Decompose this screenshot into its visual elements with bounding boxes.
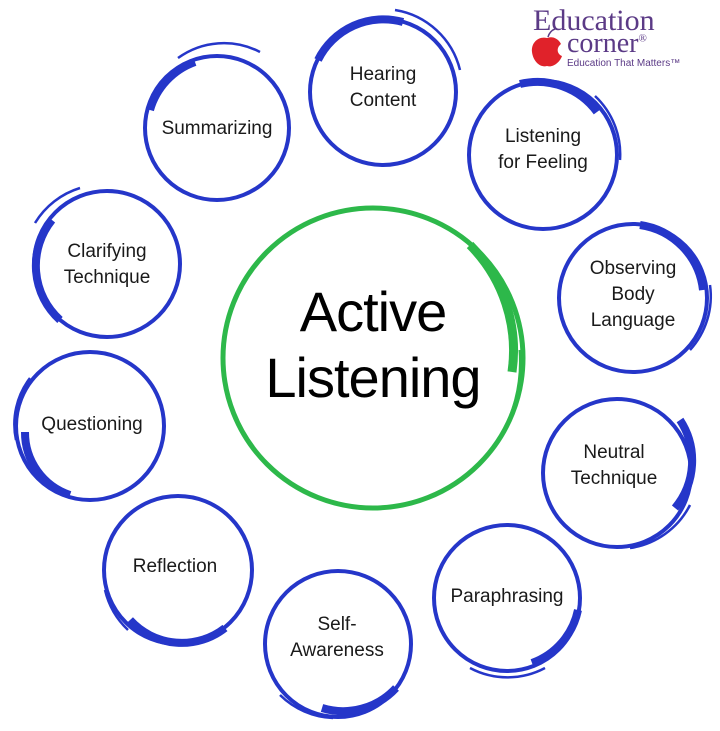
- node-summarizing: Summarizing: [162, 116, 273, 142]
- node-label-line: Neutral: [583, 442, 645, 463]
- node-label-line: Listening: [504, 126, 582, 147]
- education-corner-logo: Education corner® Education That Matters…: [531, 4, 711, 72]
- logo-title: Education: [533, 4, 655, 37]
- node-reflection: Reflection: [133, 554, 218, 580]
- ring-neutral-technique: [541, 397, 697, 550]
- node-label-line: Body: [611, 284, 655, 305]
- ring-clarifying-technique: [31, 186, 182, 339]
- ring-paraphrasing: [432, 523, 582, 679]
- ring-hearing-content: [308, 8, 462, 167]
- node-hearing-content: Hearing Content: [350, 62, 417, 114]
- node-listening-for-feeling: Listening for Feeling: [498, 124, 588, 176]
- node-label-line: Paraphrasing: [450, 586, 564, 607]
- node-label-line: Summarizing: [161, 118, 273, 139]
- node-label-line: Language: [590, 310, 676, 331]
- node-label-line: Clarifying: [67, 241, 147, 262]
- ring-reflection: [102, 494, 254, 647]
- node-neutral-technique: Neutral Technique: [571, 440, 658, 492]
- ring-questioning: [13, 350, 166, 502]
- node-label-line: Content: [349, 90, 417, 111]
- node-self-awareness: Self- Awareness: [290, 612, 384, 664]
- node-observing-body-language: Observing Body Language: [590, 256, 677, 334]
- node-label-line: for Feeling: [498, 152, 588, 173]
- node-label-line: Technique: [570, 468, 658, 489]
- node-label-line: Observing: [589, 258, 677, 279]
- center-title: Active Listening: [265, 279, 481, 411]
- ring-listening-for-feeling: [467, 77, 622, 231]
- node-label-line: Hearing: [349, 64, 417, 85]
- center-circle: [220, 205, 526, 511]
- node-label-line: Questioning: [41, 414, 143, 435]
- node-label-line: Reflection: [132, 556, 218, 577]
- ring-observing-body-language: [557, 221, 712, 374]
- ring-summarizing: [143, 41, 291, 202]
- apple-logo-icon: [531, 28, 562, 67]
- center-title-line1: Active: [299, 280, 448, 343]
- node-label-line: Self-: [317, 614, 357, 635]
- registered-mark: ®: [638, 32, 647, 45]
- logo-subtitle: corner®: [567, 28, 647, 60]
- node-paraphrasing: Paraphrasing: [450, 584, 563, 610]
- logo-tagline: Education That Matters™: [567, 58, 681, 69]
- node-clarifying-technique: Clarifying Technique: [64, 239, 151, 291]
- node-label-line: Technique: [63, 267, 151, 288]
- center-title-line2: Listening: [265, 346, 481, 409]
- logo-subtitle-text: corner: [567, 28, 639, 59]
- node-label-line: Awareness: [290, 640, 384, 661]
- ring-self-awareness: [263, 569, 413, 720]
- node-questioning: Questioning: [41, 412, 142, 438]
